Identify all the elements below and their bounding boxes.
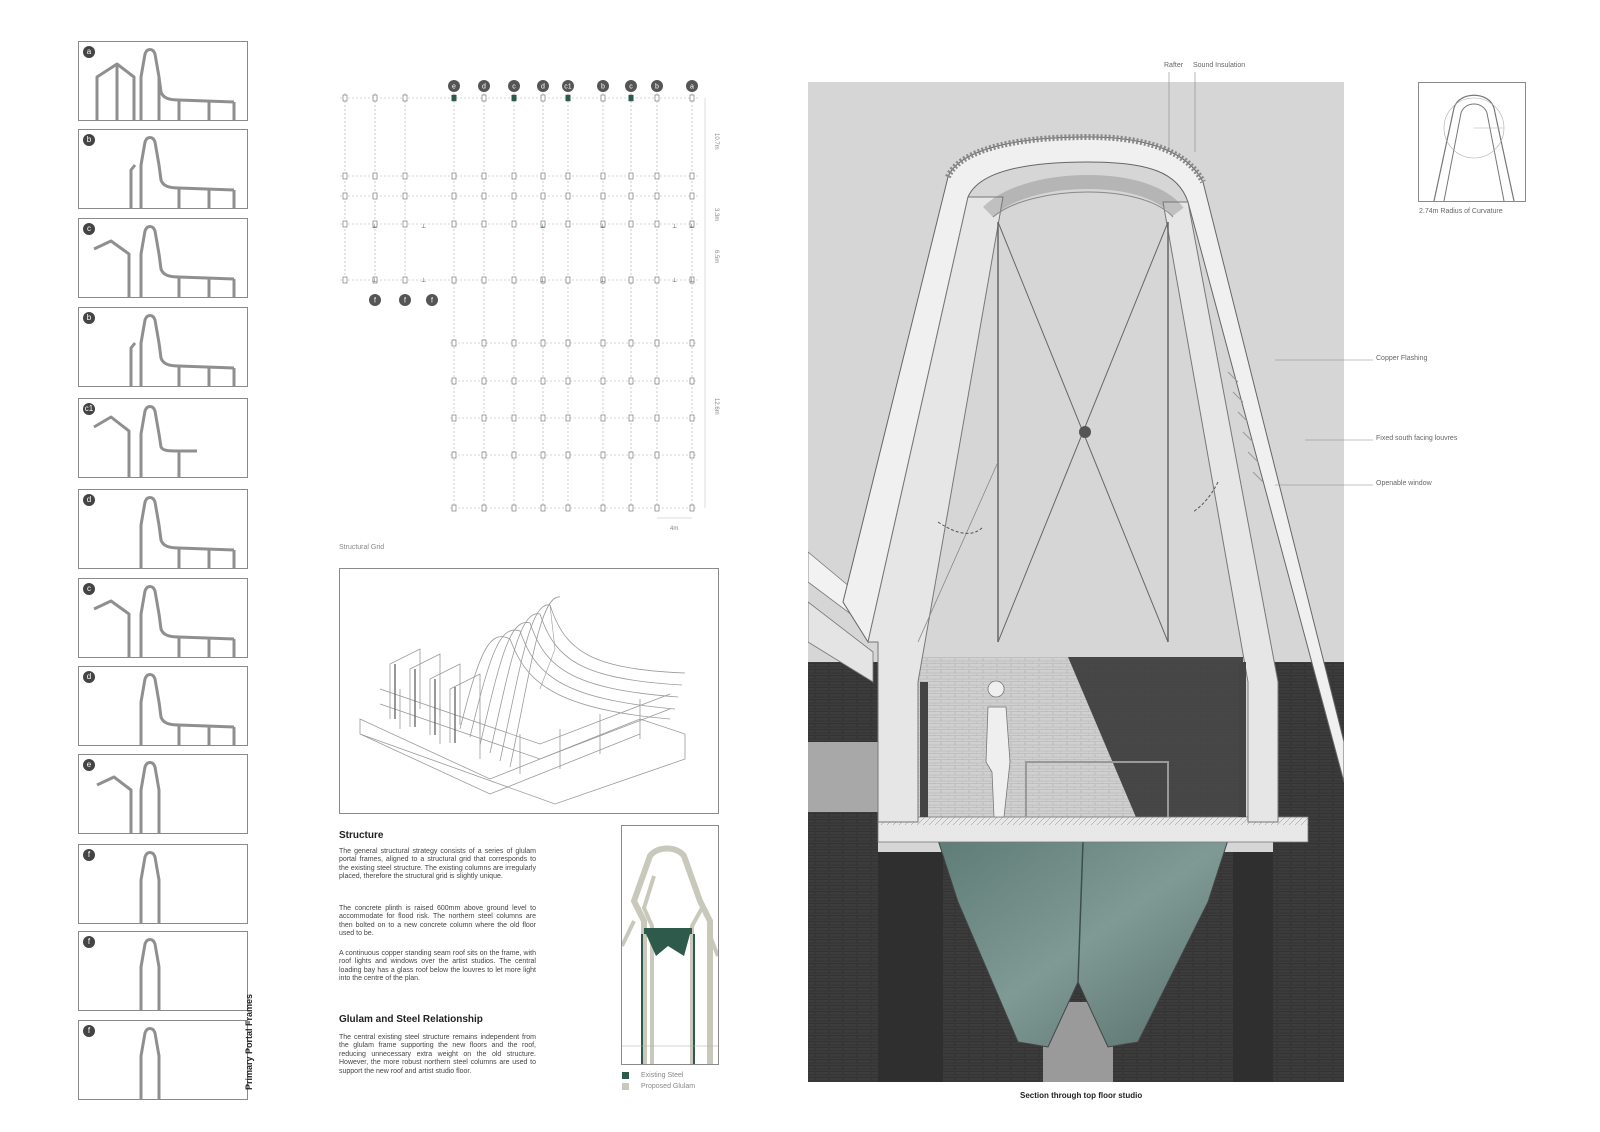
annotation-copper-flashing: Copper Flashing xyxy=(1376,355,1428,362)
portal-frame-7: c xyxy=(78,578,248,658)
legend-swatch-glulam xyxy=(622,1083,629,1090)
annotation-sound-insulation: Sound Insulation xyxy=(1193,62,1246,69)
portal-frame-label: b xyxy=(83,134,95,146)
portal-frame-4: b xyxy=(78,307,248,387)
annotation-rafter: Rafter xyxy=(1164,62,1184,69)
structure-paragraph-1: The general structural strategy consists… xyxy=(339,848,536,881)
portal-frames-title: Primary Portal Frames xyxy=(244,993,254,1090)
structure-heading: Structure xyxy=(339,830,384,841)
portal-frame-10: f xyxy=(78,844,248,924)
svg-text:⊥: ⊥ xyxy=(540,277,545,284)
structural-grid-plan: ⊥ ⊥ ⊥ ⊥ ⊥ ⊥ ⊥ ⊥ ⊥ ⊥ ⊥ ⊥ e d c d c1 b c b a f f f 10.7m 3.3m 6.5m 12… xyxy=(340,80,719,532)
portal-frame-profile xyxy=(129,136,236,208)
glulam-heading: Glulam and Steel Relationship xyxy=(339,1014,483,1025)
portal-frame-8: d xyxy=(78,666,248,746)
svg-text:⊥: ⊥ xyxy=(672,223,677,230)
portal-frame-1: a xyxy=(78,41,248,121)
svg-text:⊥: ⊥ xyxy=(600,277,605,284)
portal-frame-label: b xyxy=(83,312,95,324)
section-caption: Section through top floor studio xyxy=(1020,1091,1143,1100)
svg-text:⊥: ⊥ xyxy=(421,277,426,284)
axonometric-frame xyxy=(339,568,719,814)
portal-frame-profile xyxy=(139,673,236,745)
svg-text:⊥: ⊥ xyxy=(600,223,605,230)
legend-swatch-steel xyxy=(622,1072,629,1079)
svg-text:⊥: ⊥ xyxy=(689,223,694,230)
svg-text:⊥: ⊥ xyxy=(672,277,677,284)
svg-text:c: c xyxy=(512,84,516,91)
legend-label-steel: Existing Steel xyxy=(641,1072,684,1079)
svg-text:⊥: ⊥ xyxy=(540,223,545,230)
portal-frame-9: e xyxy=(78,754,248,834)
portal-frame-label: d xyxy=(83,494,95,506)
section-drawing xyxy=(808,82,1344,1082)
portal-frame-profile xyxy=(93,225,236,297)
svg-text:a: a xyxy=(690,84,694,91)
portal-frame-label: f xyxy=(83,936,95,948)
svg-text:b: b xyxy=(601,84,605,91)
structural-grid-caption: Structural Grid xyxy=(339,544,385,551)
portal-frame-label: f xyxy=(83,849,95,861)
portal-frame-label: d xyxy=(83,671,95,683)
svg-text:f: f xyxy=(374,298,376,305)
radius-drawing xyxy=(1433,94,1515,202)
structure-paragraph-3: A continuous copper standing seam roof s… xyxy=(339,950,536,983)
portal-frame-5: c1 xyxy=(78,398,248,478)
axonometric-drawing xyxy=(359,596,686,805)
legend-label-glulam: Proposed Glulam xyxy=(641,1083,696,1090)
portal-frame-profile xyxy=(139,851,161,923)
portal-frame-profile xyxy=(129,314,236,386)
portal-frame-label: c1 xyxy=(83,403,95,415)
svg-text:10.7m: 10.7m xyxy=(713,133,719,150)
svg-text:e: e xyxy=(452,84,456,91)
section-svg xyxy=(808,133,1344,1082)
structure-paragraph-2: The concrete plinth is raised 600mm abov… xyxy=(339,905,536,938)
svg-text:12.6m: 12.6m xyxy=(713,398,719,415)
svg-text:4m: 4m xyxy=(670,526,678,532)
svg-text:6.5m: 6.5m xyxy=(713,250,719,263)
portal-frame-label: f xyxy=(83,1025,95,1037)
glulam-paragraph: The central existing steel structure rem… xyxy=(339,1034,536,1075)
portal-frame-profile xyxy=(139,496,236,568)
portal-frame-label: c xyxy=(83,223,95,235)
radius-diagram xyxy=(1418,82,1526,202)
svg-text:d: d xyxy=(482,84,486,91)
relationship-diagram xyxy=(620,825,720,1065)
legend-item-existing-steel: Existing Steel xyxy=(622,1070,695,1081)
svg-text:3.3m: 3.3m xyxy=(713,208,719,221)
legend: Existing Steel Proposed Glulam xyxy=(622,1070,695,1092)
portal-frame-label: a xyxy=(83,46,95,58)
svg-text:⊥: ⊥ xyxy=(689,277,694,284)
portal-frame-label: e xyxy=(83,759,95,771)
svg-text:b: b xyxy=(655,84,659,91)
annotation-window: Openable window xyxy=(1376,480,1432,487)
svg-text:c: c xyxy=(629,84,633,91)
annotation-louvres: Fixed south facing louvres xyxy=(1376,435,1458,442)
portal-frame-profile xyxy=(139,1027,161,1099)
portal-frame-12: f xyxy=(78,1020,248,1100)
svg-text:c1: c1 xyxy=(564,84,572,91)
portal-frame-profile xyxy=(96,761,161,833)
annotation-leader-top xyxy=(1168,72,1196,152)
annotation-leaders-right xyxy=(1275,359,1373,486)
svg-text:⊥: ⊥ xyxy=(372,223,377,230)
portal-frame-profile xyxy=(93,585,236,657)
portal-frame-3: c xyxy=(78,218,248,298)
svg-text:⊥: ⊥ xyxy=(372,277,377,284)
relationship-drawing xyxy=(620,845,720,1064)
portal-frame-profile xyxy=(93,405,197,477)
portal-frame-6: d xyxy=(78,489,248,569)
svg-text:d: d xyxy=(541,84,545,91)
legend-item-proposed-glulam: Proposed Glulam xyxy=(622,1081,695,1092)
portal-frame-11: f xyxy=(78,931,248,1011)
portal-frame-label: c xyxy=(83,583,95,595)
svg-text:f: f xyxy=(431,298,433,305)
portal-frame-profile xyxy=(139,938,161,1010)
svg-text:f: f xyxy=(404,298,406,305)
svg-text:⊥: ⊥ xyxy=(421,223,426,230)
radius-caption: 2.74m Radius of Curvature xyxy=(1419,208,1503,215)
portal-frame-2: b xyxy=(78,129,248,209)
portal-frame-profile xyxy=(95,48,236,120)
